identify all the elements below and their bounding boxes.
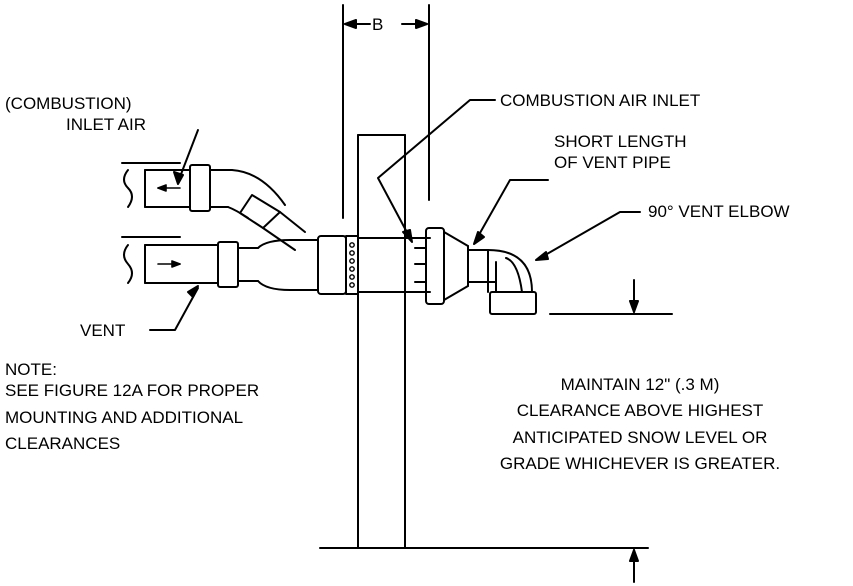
note-heading: NOTE: — [5, 360, 57, 379]
clearance-line-4: GRADE WHICHEVER IS GREATER. — [499, 454, 781, 473]
short-length-label-2: OF VENT PIPE — [554, 153, 671, 172]
combustion-label: (COMBUSTION) — [5, 94, 132, 113]
note-line-1: SEE FIGURE 12A FOR PROPER — [5, 381, 260, 400]
air-inlet-cap — [425, 227, 469, 305]
inlet-air-label: INLET AIR — [66, 115, 146, 134]
concentric-pipe — [345, 235, 431, 295]
dimension-b — [342, 4, 430, 219]
dimension-b-label: B — [372, 15, 384, 34]
snow-clearance-dimension — [549, 279, 673, 583]
clearance-line-2: CLEARANCE ABOVE HIGHEST — [516, 401, 764, 420]
note-line-2: MOUNTING AND ADDITIONAL — [5, 408, 244, 427]
combustion-air-inlet-label: COMBUSTION AIR INLET — [500, 91, 701, 110]
vent-elbow-label: 90° VENT ELBOW — [648, 202, 790, 221]
short-length-label-1: SHORT LENGTH — [554, 132, 687, 151]
vent-pipe — [121, 235, 347, 295]
flow-arrows — [157, 184, 181, 268]
clearance-line-1: MAINTAIN 12" (.3 M) — [560, 375, 720, 394]
clearance-line-3: ANTICIPATED SNOW LEVEL OR — [512, 428, 768, 447]
vent-label: VENT — [80, 321, 126, 340]
note-line-3: CLEARANCES — [5, 434, 121, 453]
leader-lines — [149, 99, 641, 331]
vent-elbow — [467, 249, 537, 315]
wall — [357, 134, 406, 549]
inlet-air-pipe — [121, 162, 306, 251]
